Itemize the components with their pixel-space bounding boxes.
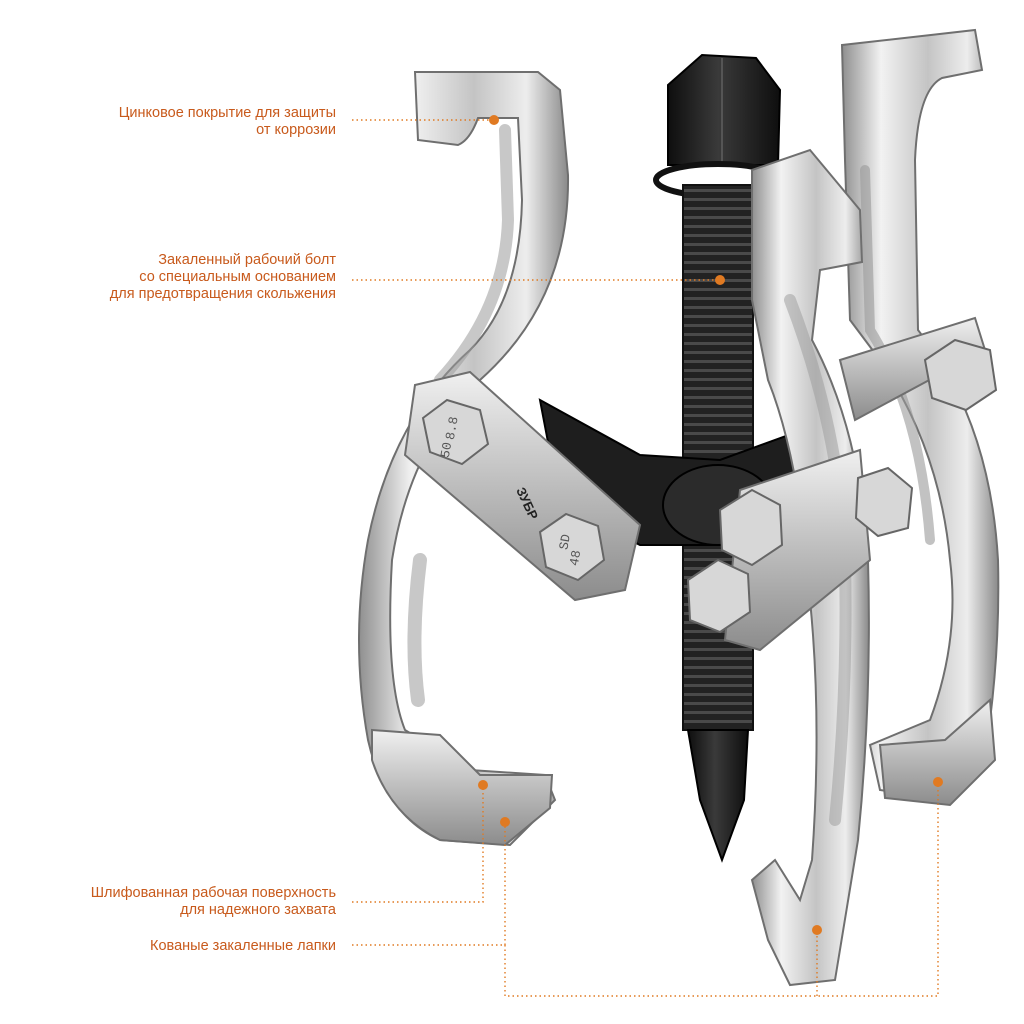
- callout-hardened-bolt: Закаленный рабочий болт со специальным о…: [110, 252, 336, 303]
- link-plate-right: [686, 316, 998, 652]
- hex-bolt-head: [421, 398, 490, 466]
- callout-line: Шлифованная рабочая поверхность: [90, 885, 336, 901]
- callout-line: Закаленный рабочий болт: [158, 252, 336, 268]
- callout-dot: [715, 275, 725, 285]
- callout-markers: [478, 115, 943, 935]
- hex-bolt-head: [686, 558, 752, 634]
- callout-dot: [489, 115, 499, 125]
- callout-dot: [812, 925, 822, 935]
- hex-bolt-head: [923, 338, 998, 412]
- bolt-marking: 8.8: [443, 415, 462, 441]
- jaw-arm-back-right: [840, 28, 1000, 807]
- callout-line: Цинковое покрытие для защиты: [118, 105, 336, 121]
- callout-dot: [500, 817, 510, 827]
- hex-bolt-head: [718, 488, 784, 567]
- callout-dot: [478, 780, 488, 790]
- bolt-marking: 48: [567, 549, 584, 567]
- callout-line: Кованые закаленные лапки: [150, 938, 336, 954]
- callout-ground-surface: Шлифованная рабочая поверхность для наде…: [91, 885, 336, 919]
- hex-bolt-head: [538, 512, 606, 582]
- callout-line: со специальным основанием: [139, 269, 336, 285]
- callout-line: от коррозии: [256, 122, 336, 138]
- bolt-marking: SD: [556, 533, 574, 551]
- bolt-marking: 50: [438, 441, 455, 459]
- callout-dot: [933, 777, 943, 787]
- link-plate-left: 8.8 50 SD 48 ЗУБР: [403, 370, 642, 602]
- hex-bolt-head: [854, 466, 914, 538]
- callout-zinc-coating: Цинковое покрытие для защиты от коррозии: [119, 105, 336, 139]
- callout-line: для надежного захвата: [180, 902, 336, 918]
- jaw-arm-left: [358, 71, 570, 847]
- callout-forged-jaws: Кованые закаленные лапки: [150, 938, 336, 955]
- callout-line: для предотвращения скольжения: [109, 286, 336, 302]
- leader-lines: [352, 119, 939, 997]
